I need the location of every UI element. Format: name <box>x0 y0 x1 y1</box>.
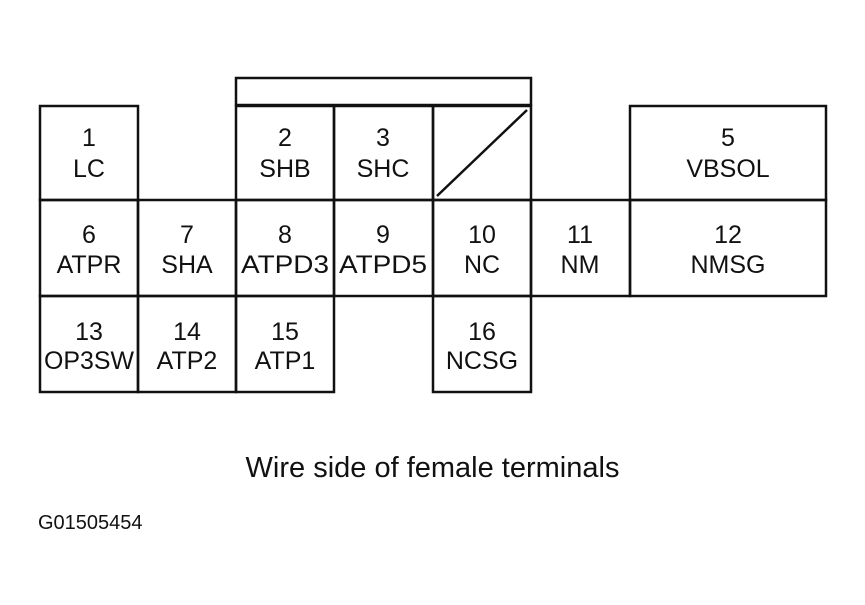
terminal-number: 12 <box>714 221 742 249</box>
terminal-cell-15 <box>234 294 336 394</box>
terminal-name: ATP2 <box>157 347 218 375</box>
terminal-number: 5 <box>721 124 735 152</box>
terminal-name: VBSOL <box>686 155 769 183</box>
terminal-cell-5 <box>628 104 828 202</box>
terminal-name: NC <box>464 251 500 279</box>
terminal-number: 10 <box>468 221 496 249</box>
terminal-cell-3 <box>332 104 435 202</box>
terminal-cell-12 <box>628 198 828 298</box>
empty-cavity-slash <box>436 109 528 197</box>
terminal-name: NMSG <box>691 251 766 279</box>
terminal-name: ATP1 <box>255 347 316 375</box>
terminal-name: NM <box>561 251 600 279</box>
terminal-number: 13 <box>75 318 103 346</box>
terminal-cell-2 <box>234 104 336 202</box>
terminal-number: 14 <box>173 318 201 346</box>
terminal-name: ATPD3 <box>241 251 329 279</box>
terminal-number: 9 <box>376 221 390 249</box>
terminal-number: 15 <box>271 318 299 346</box>
terminal-number: 1 <box>82 124 96 152</box>
terminal-number: 11 <box>567 221 593 249</box>
connector-lock-tab <box>234 76 533 107</box>
terminal-number: 8 <box>278 221 292 249</box>
terminal-number: 16 <box>468 318 496 346</box>
terminal-name: SHA <box>161 251 213 279</box>
terminal-name: ATPD5 <box>339 251 427 279</box>
terminal-name: SHC <box>357 155 410 183</box>
terminal-cell-16 <box>431 294 533 394</box>
terminal-name: SHB <box>259 155 310 183</box>
figure-id: G01505454 <box>38 512 143 534</box>
terminal-name: NCSG <box>446 347 518 375</box>
terminal-name: ATPR <box>57 251 122 279</box>
terminal-name: OP3SW <box>44 347 134 375</box>
diagram-caption: Wire side of female terminals <box>245 452 620 484</box>
terminal-number: 3 <box>376 124 390 152</box>
terminal-number: 2 <box>278 124 292 152</box>
terminal-name: LC <box>73 155 105 183</box>
terminal-number: 7 <box>180 221 194 249</box>
terminal-cell-1 <box>38 104 140 202</box>
terminal-number: 6 <box>82 221 96 249</box>
